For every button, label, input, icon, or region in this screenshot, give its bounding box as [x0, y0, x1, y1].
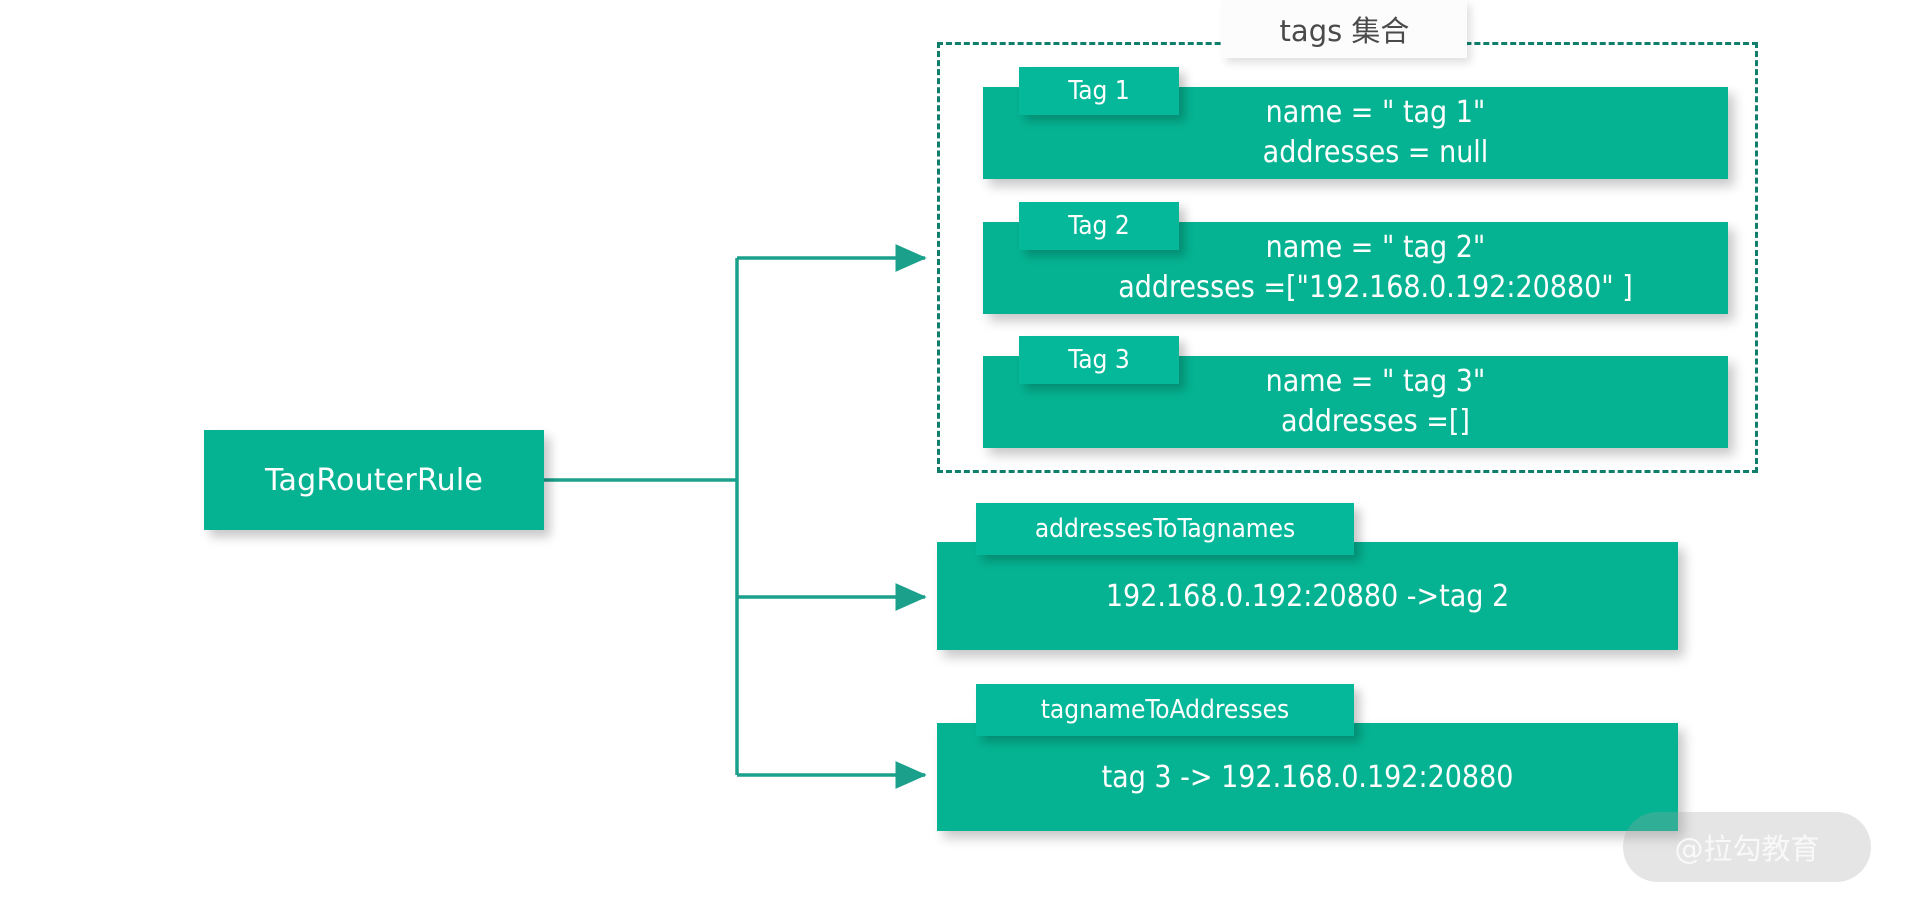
addresses-to-tagnames-body[interactable]: 192.168.0.192:20880 ->tag 2 [937, 542, 1678, 650]
tagname-to-addresses-label: tagnameToAddresses [976, 684, 1354, 736]
tag-3-addresses-line: addresses =[] [1281, 404, 1470, 439]
tag-2-addresses-line: addresses =["192.168.0.192:20880" ] [1118, 270, 1633, 305]
tag-2-name-line: name = " tag 2" [1265, 230, 1486, 265]
tag-1-label: Tag 1 [1019, 67, 1179, 115]
watermark: @拉勾教育 [1623, 812, 1871, 882]
tag-2-label: Tag 2 [1019, 202, 1179, 250]
tag-1-name-line: name = " tag 1" [1265, 95, 1486, 130]
addresses-to-tagnames-entry: 192.168.0.192:20880 ->tag 2 [1105, 578, 1510, 614]
tags-collection-title: tags 集合 [1222, 0, 1467, 58]
tagname-to-addresses-body[interactable]: tag 3 -> 192.168.0.192:20880 [937, 723, 1678, 831]
node-tag-router-rule[interactable]: TagRouterRule [204, 430, 544, 530]
addresses-to-tagnames-label: addressesToTagnames [976, 503, 1354, 555]
tagname-to-addresses-entry: tag 3 -> 192.168.0.192:20880 [1101, 759, 1514, 795]
tag-3-name-line: name = " tag 3" [1265, 364, 1486, 399]
tag-1-addresses-line: addresses = null [1262, 135, 1489, 170]
node-tag-router-rule-label: TagRouterRule [264, 462, 484, 498]
tag-3-label: Tag 3 [1019, 336, 1179, 384]
